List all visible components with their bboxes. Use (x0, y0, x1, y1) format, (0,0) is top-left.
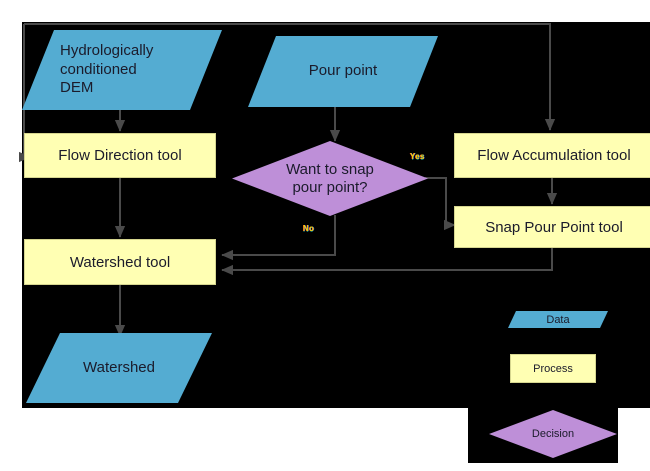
node-watershed-tool[interactable]: Watershed tool (24, 239, 216, 285)
node-watershed[interactable] (26, 333, 212, 403)
node-snap-pour-point[interactable]: Snap Pour Point tool (454, 206, 650, 248)
node-flow-accumulation[interactable]: Flow Accumulation tool (454, 133, 650, 178)
legend-process-shape: Process (510, 354, 596, 383)
branch-label-yes: Yes (410, 152, 425, 161)
branch-label-no: No (303, 224, 315, 233)
node-pour-point[interactable] (248, 36, 438, 107)
legend-process-label: Process (533, 362, 573, 375)
legend-data-shape: Data (508, 311, 608, 328)
node-hydro-dem[interactable] (22, 30, 222, 110)
node-flow-direction[interactable]: Flow Direction tool (24, 133, 216, 178)
node-want-snap-decision[interactable] (232, 141, 428, 216)
legend-decision-shape: Decision (489, 410, 617, 458)
